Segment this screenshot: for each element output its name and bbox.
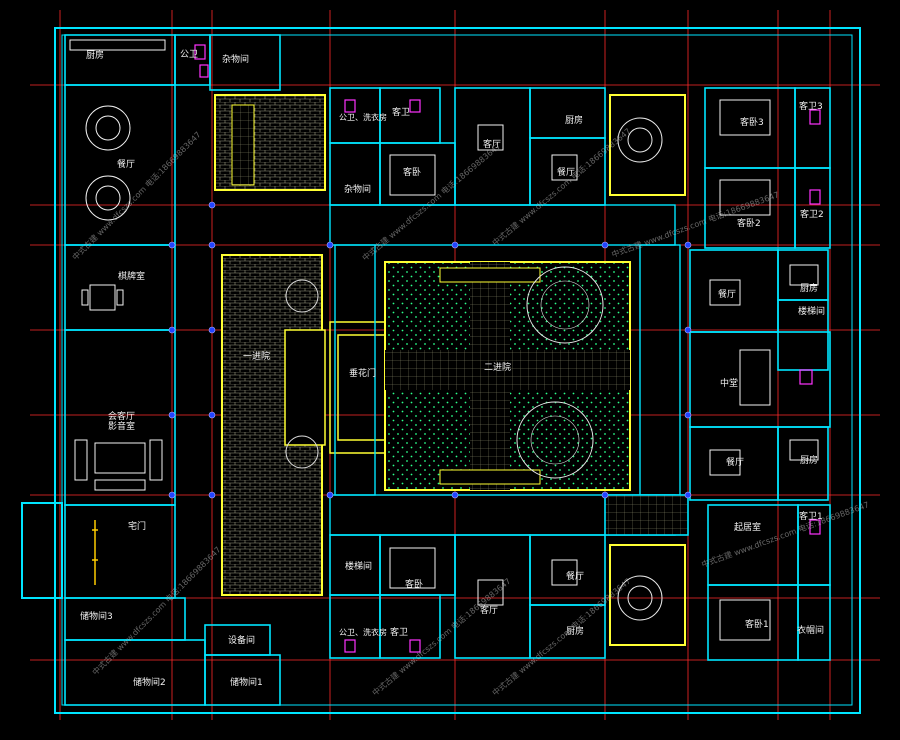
room-cloakroom: 衣帽间 <box>797 626 825 636</box>
room-guest-wc-s: 客卫 <box>390 628 409 638</box>
outer-walls <box>21 27 861 714</box>
first-courtyard <box>214 94 326 596</box>
east-wing <box>689 87 831 661</box>
room-main-hall: 中堂 <box>720 379 739 389</box>
room-guest-bed-s: 客卧 <box>405 580 424 590</box>
main-gate <box>92 520 98 585</box>
room-guest-wc-n: 客卫 <box>392 108 411 118</box>
sanitary-fixtures <box>194 44 821 653</box>
room-guest-bed-n: 客卧 <box>403 168 422 178</box>
room-storage-3: 储物间3 <box>80 612 113 622</box>
room-stair-s: 楼梯间 <box>345 562 373 572</box>
room-public-wc-nw: 公卫 <box>180 50 199 60</box>
room-sitting: 起居室 <box>734 523 762 533</box>
room-guest-wc-3: 客卫3 <box>799 102 823 112</box>
room-dining-w: 餐厅 <box>117 160 136 170</box>
gate-chuihua: 垂花门 <box>349 369 377 379</box>
room-kitchen-s: 厨房 <box>566 627 585 637</box>
room-public-wc-laundry-n: 公卫、洗衣房 <box>339 113 387 122</box>
room-chess: 棋牌室 <box>118 272 146 282</box>
room-storage-n: 杂物间 <box>222 55 250 65</box>
yard-first: 一进院 <box>243 352 271 362</box>
tree-yards <box>617 117 663 621</box>
room-kitchen-n: 厨房 <box>565 116 584 126</box>
furniture <box>69 39 819 641</box>
yard-second: 二进院 <box>484 363 512 373</box>
room-kitchen-e2: 厨房 <box>800 456 819 466</box>
room-storage-2: 储物间2 <box>133 678 166 688</box>
room-main-gate: 宅门 <box>128 522 147 532</box>
room-equipment: 设备间 <box>228 636 256 646</box>
room-kitchen-nw: 厨房 <box>86 51 105 61</box>
room-storage-mid-n: 杂物间 <box>344 185 372 195</box>
room-guest-wc-1: 客卫1 <box>799 512 823 522</box>
west-wing <box>64 34 281 706</box>
north-wing <box>329 87 686 206</box>
room-dining-n: 餐厅 <box>557 168 576 178</box>
room-living-n: 客厅 <box>483 140 502 150</box>
room-dining-e2: 餐厅 <box>726 458 745 468</box>
room-guest-bed-3: 客卧3 <box>740 118 764 128</box>
second-courtyard <box>384 261 631 491</box>
room-kitchen-e1: 厨房 <box>800 284 819 294</box>
room-reception-av: 会客厅 影音室 <box>108 412 136 432</box>
columns <box>168 201 692 499</box>
room-public-wc-laundry-s: 公卫、洗衣房 <box>339 628 387 637</box>
room-dining-e1: 餐厅 <box>718 290 737 300</box>
room-guest-wc-2: 客卫2 <box>800 210 824 220</box>
room-stair-e: 楼梯间 <box>798 307 826 317</box>
room-dining-s: 餐厅 <box>566 572 585 582</box>
room-storage-1: 储物间1 <box>230 678 263 688</box>
room-guest-bed-1: 客卧1 <box>745 620 769 630</box>
room-living-s: 客厅 <box>480 606 499 616</box>
room-guest-bed-2: 客卧2 <box>737 219 761 229</box>
south-wing <box>329 494 689 659</box>
